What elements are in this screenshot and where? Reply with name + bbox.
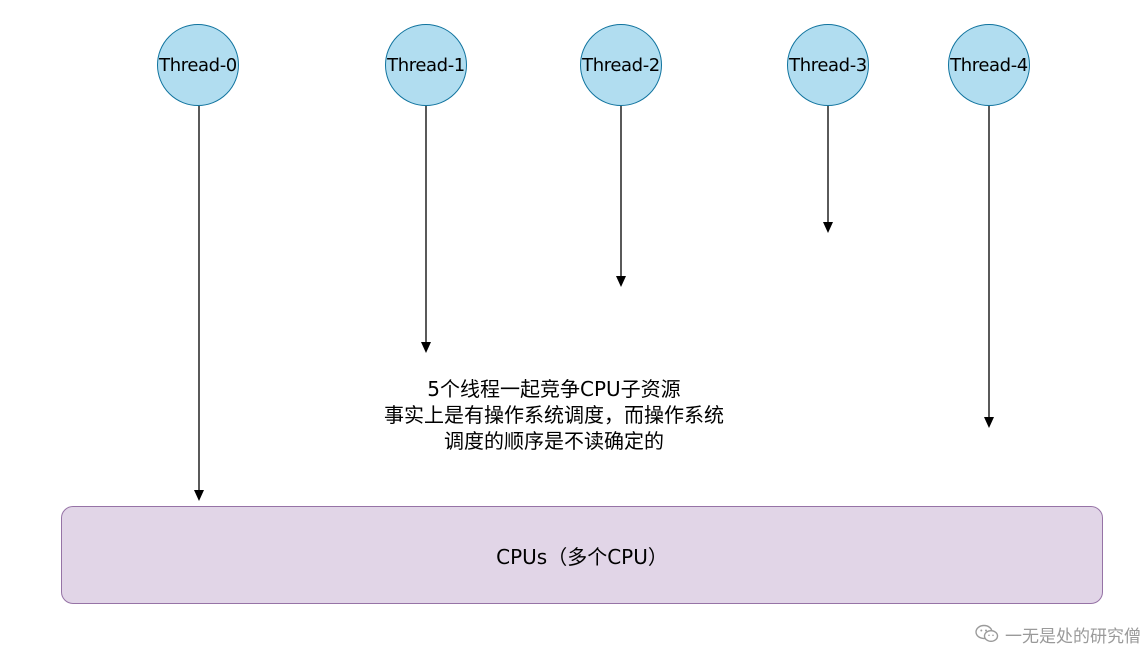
watermark-text: 一无是处的研究僧 <box>1005 626 1141 647</box>
note-line-2: 事实上是有操作系统调度，而操作系统 <box>384 403 724 427</box>
thread-1-node: Thread-1 <box>385 24 467 106</box>
thread-2-label: Thread-2 <box>582 54 660 76</box>
thread-4-label: Thread-4 <box>950 54 1028 76</box>
thread-3-arrowhead <box>823 222 833 233</box>
thread-2-node: Thread-2 <box>580 24 662 106</box>
explanation-note: 5个线程一起竞争CPU子资源 事实上是有操作系统调度，而操作系统 调度的顺序是不… <box>344 376 764 454</box>
cpus-box: CPUs（多个CPU） <box>61 506 1103 604</box>
thread-0-node: Thread-0 <box>157 24 239 106</box>
thread-4-arrowhead <box>984 417 994 428</box>
thread-0-label: Thread-0 <box>159 54 237 76</box>
cpus-label: CPUs（多个CPU） <box>496 544 668 569</box>
thread-1-arrowhead <box>421 342 431 353</box>
thread-3-label: Thread-3 <box>789 54 867 76</box>
wechat-icon <box>975 624 999 644</box>
thread-1-label: Thread-1 <box>387 54 465 76</box>
thread-4-node: Thread-4 <box>948 24 1030 106</box>
note-line-1: 5个线程一起竞争CPU子资源 <box>427 377 681 401</box>
thread-0-arrowhead <box>194 490 204 501</box>
watermark: 一无是处的研究僧 <box>975 622 1141 647</box>
thread-2-arrowhead <box>616 276 626 287</box>
thread-3-node: Thread-3 <box>787 24 869 106</box>
note-line-3: 调度的顺序是不读确定的 <box>444 429 664 453</box>
